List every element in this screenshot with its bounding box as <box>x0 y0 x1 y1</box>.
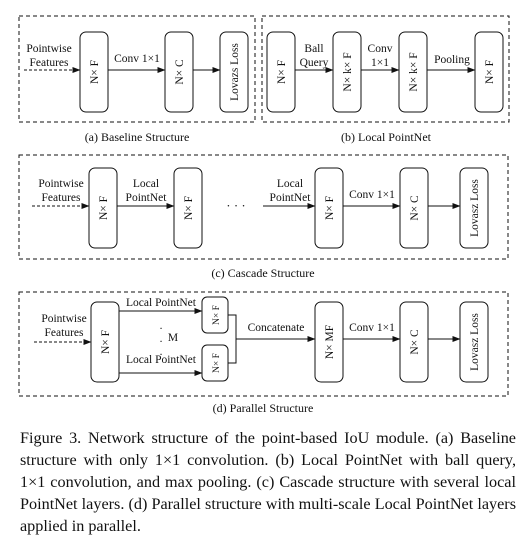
panel-b-border <box>261 15 510 123</box>
panel-b-op-1-line2: Query <box>300 57 329 69</box>
panel-c-block-5-label: Lovasz Loss <box>469 179 481 237</box>
panel-a-block-2-label: N× C <box>174 59 186 85</box>
panel-b-block-1 <box>266 31 296 113</box>
panel-b-block-3 <box>398 31 428 113</box>
panel-a-block-3-label: Lovazs Loss <box>229 43 241 101</box>
panel-b-op-2-line1: Conv <box>368 43 393 55</box>
panel-c-input-label-line1: Pointwise <box>38 178 83 190</box>
panel-d-merge-bracket <box>228 314 237 364</box>
panel-c-block-1 <box>88 167 118 249</box>
figure-caption: Figure 3. Network structure of the point… <box>20 429 516 535</box>
panel-d-block-1-label: N× F <box>100 330 112 354</box>
panel-c-block-3-label: N× F <box>324 196 336 220</box>
panel-d-border <box>18 291 509 397</box>
panel-d-block-2 <box>314 301 344 383</box>
panel-d-input-label-line2: Features <box>45 327 84 339</box>
panel-c-cascade: Pointwise Features N× F Local PointNet N… <box>18 154 509 280</box>
panel-d-branch-block-bottom-label: N× F <box>212 353 222 373</box>
panel-a-input-label-line1: Pointwise <box>26 43 71 55</box>
panel-d-branch-count: M <box>168 332 178 344</box>
panel-d-branch-block-top-label: N× F <box>212 305 222 325</box>
panel-d-parallel: Pointwise Features N× F Local PointNet L… <box>18 291 509 415</box>
panel-c-caption: (c) Cascade Structure <box>211 266 314 280</box>
panel-c-op-1-line1: Local <box>133 178 159 190</box>
panel-c-border <box>18 154 509 260</box>
panel-d-input-label-line1: Pointwise <box>41 313 86 325</box>
panel-b-block-1-label: N× F <box>276 60 288 84</box>
panel-b-op-3: Pooling <box>434 54 470 66</box>
panel-c-block-3 <box>314 167 344 249</box>
panel-b-block-4-label: N× F <box>484 60 496 84</box>
panel-d-block-1 <box>90 301 120 383</box>
panel-c-block-1-label: N× F <box>98 196 110 220</box>
network-structure-figure: Pointwise Features N× F Conv 1×1 N× C Lo… <box>18 15 510 415</box>
panel-c-block-2 <box>173 167 203 249</box>
panel-a-op-1: Conv 1×1 <box>114 53 160 65</box>
panel-b-caption: (b) Local PointNet <box>341 130 432 144</box>
panel-d-branch-dots: · <box>159 336 163 348</box>
panel-d-branch-dots: · <box>159 323 163 335</box>
panel-d-op-conv: Conv 1×1 <box>349 322 395 334</box>
panel-b-block-2-label: N× k× F <box>342 52 354 91</box>
panel-b-op-1-line1: Ball <box>304 43 323 55</box>
panel-c-block-4-label: N× C <box>409 195 421 221</box>
panel-c-input-label-line2: Features <box>42 192 81 204</box>
panel-d-branch-dots: · <box>159 349 163 361</box>
panel-d-block-4-label: Lovasz Loss <box>469 313 481 371</box>
panel-c-block-2-label: N× F <box>183 196 195 220</box>
panel-b-local-pointnet: N× F Ball Query N× k× F Conv 1×1 N× k× F… <box>261 15 510 144</box>
panel-b-block-2 <box>332 31 362 113</box>
panel-b-block-3-label: N× k× F <box>408 52 420 91</box>
panel-a-block-3 <box>219 31 249 113</box>
panel-a-baseline: Pointwise Features N× F Conv 1×1 N× C Lo… <box>18 15 256 144</box>
panel-d-caption: (d) Parallel Structure <box>213 401 314 415</box>
panel-a-caption: (a) Baseline Structure <box>85 130 190 144</box>
panel-c-op-3: Conv 1×1 <box>349 189 395 201</box>
panel-c-op-2-line2: PointNet <box>270 192 312 204</box>
panel-a-block-2 <box>164 31 194 113</box>
panel-d-branch-top-label: Local PointNet <box>126 297 197 309</box>
panel-c-ellipsis: · · · <box>226 198 246 213</box>
panel-d-block-2-label: N× MF <box>324 325 336 359</box>
panel-a-input-label-line2: Features <box>30 57 69 69</box>
panel-c-op-2-line1: Local <box>277 178 303 190</box>
panel-b-op-2-line2: 1×1 <box>371 57 389 69</box>
panel-a-block-1 <box>79 31 109 113</box>
panel-c-block-5 <box>459 167 489 249</box>
panel-c-op-1-line2: PointNet <box>126 192 168 204</box>
panel-b-block-4 <box>474 31 504 113</box>
panel-a-border <box>18 15 256 123</box>
panel-d-branch-bottom-label: Local PointNet <box>126 354 197 366</box>
panel-d-block-4 <box>459 301 489 383</box>
panel-d-block-3-label: N× C <box>409 329 421 355</box>
panel-c-block-4 <box>399 167 429 249</box>
panel-d-op-concat: Concatenate <box>248 322 305 334</box>
panel-a-block-1-label: N× F <box>89 60 101 84</box>
panel-d-block-3 <box>399 301 429 383</box>
